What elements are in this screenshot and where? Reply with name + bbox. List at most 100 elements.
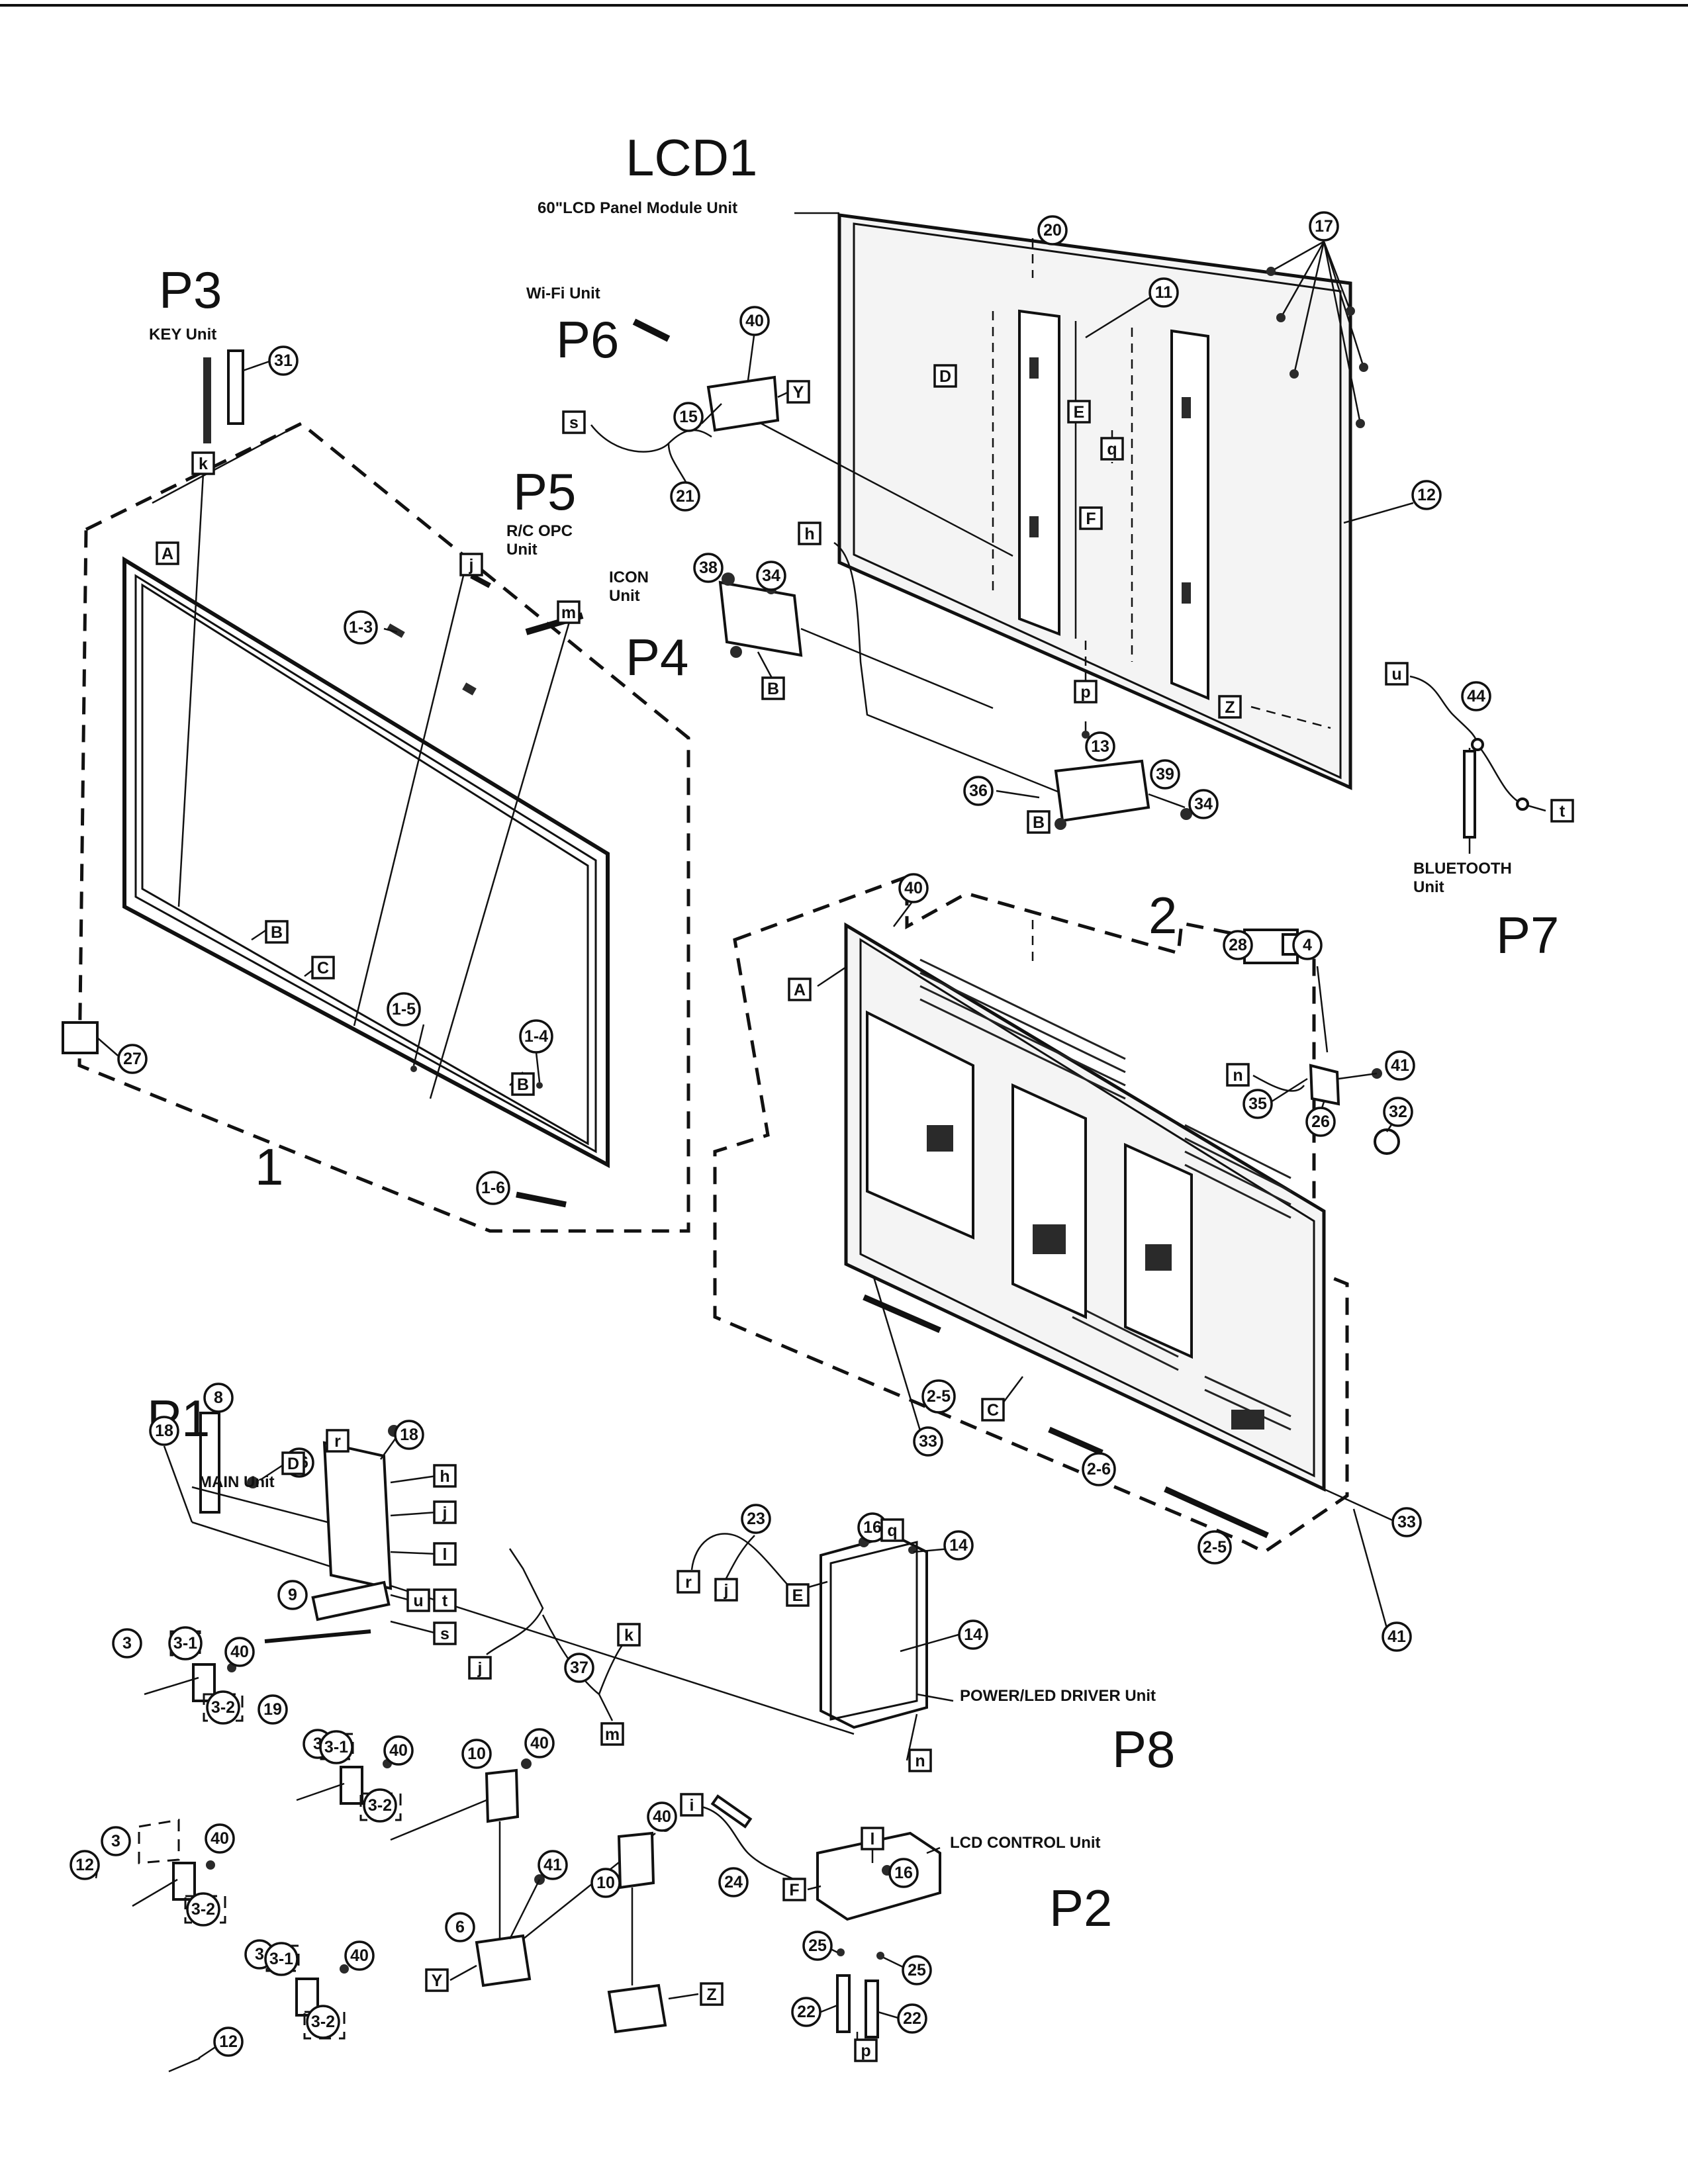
connector-tag-letter: n <box>1233 1066 1243 1085</box>
part-callout-circle <box>647 1801 677 1832</box>
part-callout-circle <box>670 481 700 512</box>
part-callout-number: 39 <box>1156 765 1174 784</box>
part-callout-circle <box>888 1858 919 1888</box>
section-label-p5: P5 <box>513 463 576 521</box>
part-callout: 35 <box>1243 1089 1273 1119</box>
part-callout-number: 26 <box>1311 1113 1330 1131</box>
part-callout-number: 40 <box>530 1734 549 1752</box>
connector-tag-letter: A <box>162 545 173 563</box>
part-callout-circle <box>913 1426 943 1457</box>
part-callout: 13 <box>1085 731 1115 762</box>
part-callout-circle <box>564 1653 594 1683</box>
connector-tag-letter: D <box>939 367 951 386</box>
connector-tag-letter: t <box>442 1592 448 1610</box>
unit-label-lcd-control: LCD CONTROL Unit <box>950 1834 1101 1852</box>
connector-tag: m <box>557 600 581 624</box>
connector-tag-letter: F <box>789 1881 799 1899</box>
connector-tag-box <box>880 1518 904 1542</box>
section-label-1: 1 <box>255 1138 283 1196</box>
connector-tag: A <box>788 978 812 1001</box>
part-callout-number: 23 <box>747 1510 765 1528</box>
connector-tag-letter: q <box>887 1522 897 1540</box>
part-callout-number: 3-2 <box>191 1900 215 1919</box>
part-callout: 6 <box>445 1912 475 1942</box>
part-callout: 3-2 <box>306 2005 340 2039</box>
part-callout: 31 <box>268 345 299 376</box>
unit-label-line: KEY Unit <box>149 326 216 343</box>
wifi-unit <box>590 318 1013 557</box>
part-callout: 12 <box>213 2026 244 2057</box>
part-callout-number: 8 <box>214 1388 223 1407</box>
part-callout-circle <box>203 1383 234 1413</box>
connector-tag: D <box>933 364 957 388</box>
connector-tag-box <box>459 553 483 576</box>
connector-tag-box <box>433 1542 457 1566</box>
part-callout-number: 3 <box>255 1945 264 1964</box>
part-callout: 12 <box>70 1850 100 1880</box>
connector-tag: j <box>468 1656 492 1680</box>
section-label-p6: P6 <box>556 310 619 369</box>
connector-tag: p <box>854 2038 878 2062</box>
part-callout: 41 <box>1382 1621 1412 1652</box>
part-callout-circle <box>693 553 724 583</box>
connector-tag-box <box>311 956 335 979</box>
part-callout: 3-2 <box>206 1690 240 1725</box>
part-callout-number: 1-5 <box>392 1000 416 1019</box>
connector-tag: F <box>782 1878 806 1901</box>
part-callout-number: 13 <box>1091 737 1109 756</box>
connector-tag-box <box>557 600 581 624</box>
part-callout-number: 6 <box>455 1918 465 1936</box>
part-callout-circle <box>112 1628 142 1659</box>
connector-tag: A <box>156 541 179 565</box>
front-bezel-assembly <box>62 422 690 1233</box>
connector-tag-letter: u <box>1391 665 1401 684</box>
part-callout-circle <box>673 402 704 432</box>
part-callout-number: 40 <box>211 1829 229 1848</box>
connector-tag: E <box>1067 400 1091 424</box>
unit-label-line: Unit <box>609 587 640 605</box>
connector-tag-letter: F <box>1086 510 1096 528</box>
connector-tag-box <box>265 920 289 944</box>
part-callout-circle <box>1150 759 1180 790</box>
part-callout: 34 <box>756 561 786 591</box>
part-callout-number: 2-5 <box>927 1387 951 1406</box>
connector-tag: h <box>433 1464 457 1488</box>
part-callout: 1-6 <box>476 1171 510 1205</box>
part-callout-number: 3-2 <box>311 2013 335 2031</box>
part-callout-circle <box>1223 930 1253 960</box>
part-callout-number: 14 <box>964 1625 982 1644</box>
part-callout-number: 40 <box>745 312 764 330</box>
part-callout: 22 <box>897 2003 927 2034</box>
connector-tag-box <box>680 1793 704 1817</box>
part-callout-circle <box>1383 1097 1413 1127</box>
part-callout-circle <box>1037 215 1068 246</box>
part-callout: 37 <box>564 1653 594 1683</box>
part-callout-circle <box>739 306 770 336</box>
connector-tag: C <box>311 956 335 979</box>
part-callout-number: 40 <box>230 1643 249 1661</box>
connector-tag: i <box>680 1793 704 1817</box>
connector-tag-letter: s <box>569 414 579 432</box>
part-callout-number: 16 <box>863 1518 882 1537</box>
part-callout-circle <box>898 873 929 903</box>
connector-tag: j <box>459 553 483 576</box>
part-callout-number: 37 <box>570 1659 588 1677</box>
connector-tag-letter: s <box>440 1625 449 1643</box>
part-callout-circle <box>268 345 299 376</box>
connector-tag-letter: k <box>199 455 208 473</box>
connector-tag-letter: B <box>767 680 779 698</box>
part-callout: 16 <box>888 1858 919 1888</box>
part-callout: 3 <box>101 1826 131 1856</box>
part-callout-number: 24 <box>724 1873 743 1891</box>
section-label-p4: P4 <box>626 628 688 686</box>
part-callout-number: 27 <box>123 1050 142 1068</box>
connector-tag-letter: E <box>792 1586 804 1605</box>
part-callout-circle <box>206 1690 240 1725</box>
part-callout-circle <box>1411 480 1442 510</box>
part-callout: 1-4 <box>519 1019 553 1054</box>
unit-label-wifi: Wi-Fi Unit <box>526 285 600 302</box>
part-callout-circle <box>958 1619 988 1650</box>
part-callout-circle <box>1188 789 1219 819</box>
